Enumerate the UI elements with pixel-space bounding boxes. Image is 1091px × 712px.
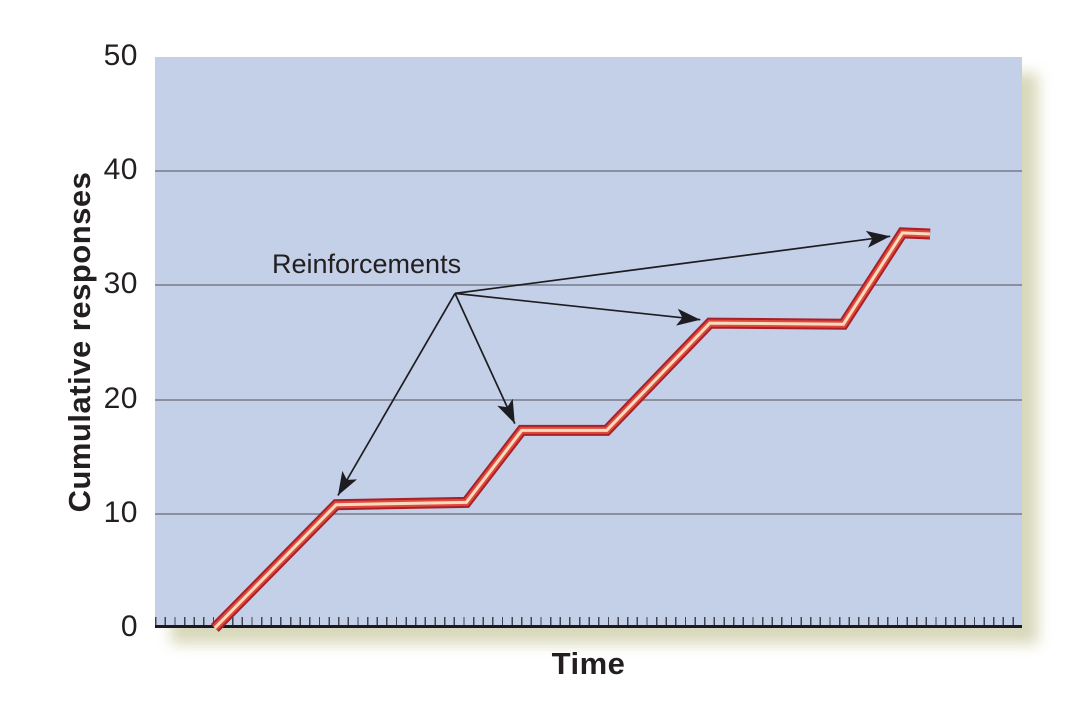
- plot-area: [155, 57, 1022, 628]
- gridline-40: [155, 170, 1022, 173]
- y-tick-label-0: 0: [120, 610, 138, 643]
- y-tick-label-30: 30: [103, 267, 138, 301]
- gridline-20: [155, 398, 1022, 401]
- y-tick-label-40: 40: [103, 153, 138, 187]
- y-tick-label-10: 10: [103, 495, 138, 529]
- reinforcements-annotation-label: Reinforcements: [272, 249, 462, 279]
- gridline-30: [155, 284, 1022, 287]
- x-axis-line: [155, 625, 1022, 628]
- x-axis-ticks: [155, 617, 1022, 625]
- x-axis-title: Time: [551, 646, 626, 681]
- y-tick-label-20: 20: [103, 381, 138, 415]
- y-tick-label-50: 50: [103, 39, 138, 72]
- y-axis-title: Cumulative responses: [62, 171, 97, 513]
- gridline-10: [155, 512, 1022, 515]
